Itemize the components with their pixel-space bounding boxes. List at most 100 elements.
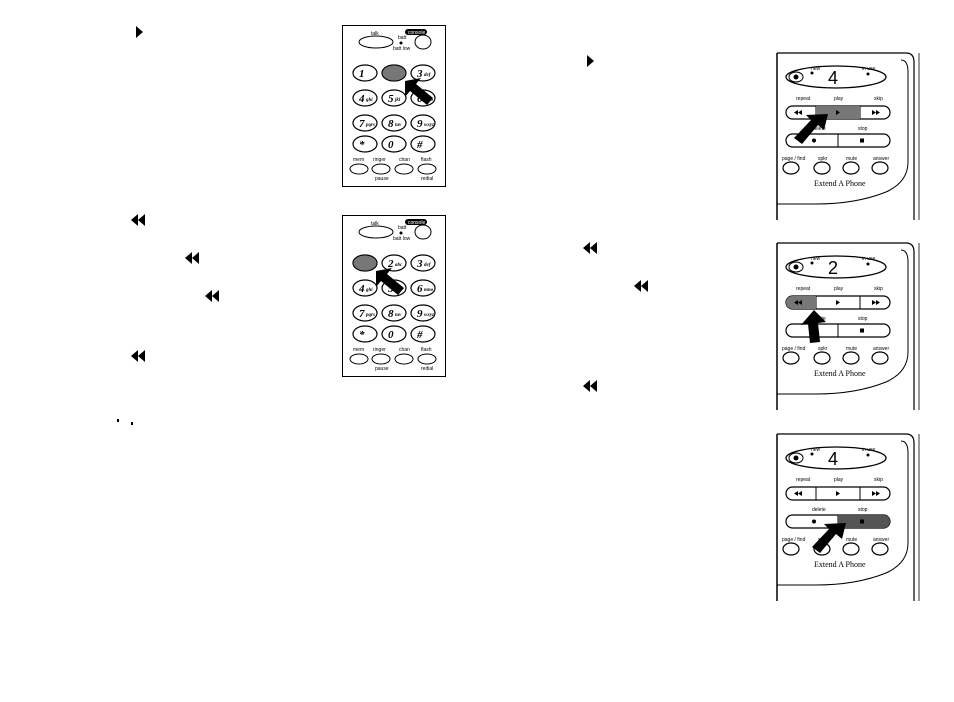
key-label: 1 <box>359 68 365 80</box>
svg-text:flash: flash <box>421 157 432 163</box>
svg-text:repeat: repeat <box>796 286 811 292</box>
key-label: 9 <box>417 308 423 320</box>
rewind-icon <box>583 242 597 254</box>
key-label: 7 <box>359 118 365 130</box>
svg-text:stop: stop <box>858 507 868 513</box>
svg-text:stop: stop <box>858 126 868 132</box>
svg-text:batt low: batt low <box>393 236 411 242</box>
svg-text:pause: pause <box>375 366 389 372</box>
key-3 <box>352 89 378 107</box>
key-label: 7 <box>359 308 365 320</box>
handset-illustration: talk console batt batt low 12abc3def4ghi… <box>342 25 446 187</box>
key-6 <box>352 114 378 132</box>
svg-text:stop: stop <box>858 316 868 322</box>
key-label: # <box>416 139 423 151</box>
key-8 <box>410 304 436 322</box>
key-7 <box>381 114 407 132</box>
key-letters: tuv <box>395 313 402 318</box>
speck <box>131 422 133 425</box>
key-label: 3 <box>416 68 423 80</box>
svg-text:redial: redial <box>421 366 433 372</box>
svg-text:skip: skip <box>874 477 883 483</box>
rewind-icon <box>185 252 199 264</box>
svg-text:ringer: ringer <box>373 157 386 163</box>
key-label: 0 <box>388 139 394 151</box>
key-8 <box>410 114 436 132</box>
key-letters: def <box>424 263 432 268</box>
key-label: 9 <box>417 118 423 130</box>
key-letters: tuv <box>395 123 402 128</box>
rewind-icon <box>131 350 145 362</box>
svg-text:page / find: page / find <box>782 156 806 162</box>
handset-illustration: talk console batt batt low 12abc3def4ghi… <box>342 215 446 377</box>
rewind-icon <box>634 280 648 292</box>
key-label: 5 <box>388 93 394 105</box>
batt-low-label: batt low <box>393 46 411 52</box>
svg-text:2: 2 <box>828 258 838 278</box>
key-label: * <box>359 139 365 151</box>
svg-text:answer: answer <box>873 346 889 352</box>
svg-text:chan: chan <box>399 157 410 163</box>
svg-text:flash: flash <box>421 347 432 353</box>
svg-text:redial: redial <box>421 176 433 182</box>
pointing-arrow-icon <box>405 78 433 105</box>
svg-text:mute: mute <box>846 156 857 162</box>
svg-text:repeat: repeat <box>796 96 811 102</box>
console-button <box>414 34 432 50</box>
svg-text:delete: delete <box>812 507 826 513</box>
key-7 <box>381 304 407 322</box>
key-label: * <box>359 329 365 341</box>
key-label: 0 <box>388 329 394 341</box>
svg-text:new: new <box>811 256 821 262</box>
key-letters: ghi <box>365 98 373 103</box>
svg-text:skip: skip <box>874 286 883 292</box>
svg-text:play: play <box>834 286 844 292</box>
handset-keypad-svg: talk console batt batt low 12abc3def4ghi… <box>349 29 437 182</box>
key-1 <box>381 254 407 272</box>
svg-text:pause: pause <box>375 176 389 182</box>
key-9 <box>352 135 378 153</box>
svg-text:4: 4 <box>828 68 838 88</box>
bottom-function-row: mem ringer chan flash pause redial <box>349 347 437 372</box>
key-label: 8 <box>388 118 394 130</box>
svg-text:spkr: spkr <box>818 346 828 352</box>
console-label: console <box>408 30 425 36</box>
key-letters: pqrs <box>365 313 375 318</box>
pointing-arrow-icon <box>812 523 846 553</box>
svg-text:in use: in use <box>862 256 876 262</box>
key-letters: ghi <box>365 288 373 293</box>
svg-text:skip: skip <box>874 96 883 102</box>
svg-text:mem: mem <box>353 157 364 163</box>
svg-text:play: play <box>834 96 844 102</box>
pointing-arrow-icon <box>376 268 404 295</box>
talk-button <box>358 35 394 49</box>
svg-text:play: play <box>834 477 844 483</box>
brand-label: Extend A Phone <box>814 369 866 378</box>
key-label: 4 <box>358 93 365 105</box>
svg-text:repeat: repeat <box>796 477 811 483</box>
svg-text:mem: mem <box>353 347 364 353</box>
svg-text:chan: chan <box>399 347 410 353</box>
key-letters: wxyz <box>424 313 434 318</box>
talk-label: talk <box>371 31 379 37</box>
key-label: 4 <box>358 283 365 295</box>
svg-text:page / find: page / find <box>782 346 806 352</box>
pointing-arrow-icon <box>801 310 826 343</box>
rewind-icon <box>131 214 145 226</box>
key-10 <box>381 325 407 343</box>
speck <box>117 419 119 422</box>
rewind-icon <box>583 380 597 392</box>
svg-text:delete: delete <box>812 126 826 132</box>
key-3 <box>352 279 378 297</box>
brand-label: Extend A Phone <box>814 560 866 569</box>
svg-text:mute: mute <box>846 346 857 352</box>
play-icon <box>136 26 143 38</box>
bottom-function-row: mem ringer chan flash pause redial <box>349 157 437 182</box>
svg-text:batt: batt <box>398 225 407 231</box>
svg-text:4: 4 <box>828 449 838 469</box>
svg-text:console: console <box>408 220 425 226</box>
key-label: 2 <box>387 258 394 270</box>
key-label: 8 <box>388 308 394 320</box>
